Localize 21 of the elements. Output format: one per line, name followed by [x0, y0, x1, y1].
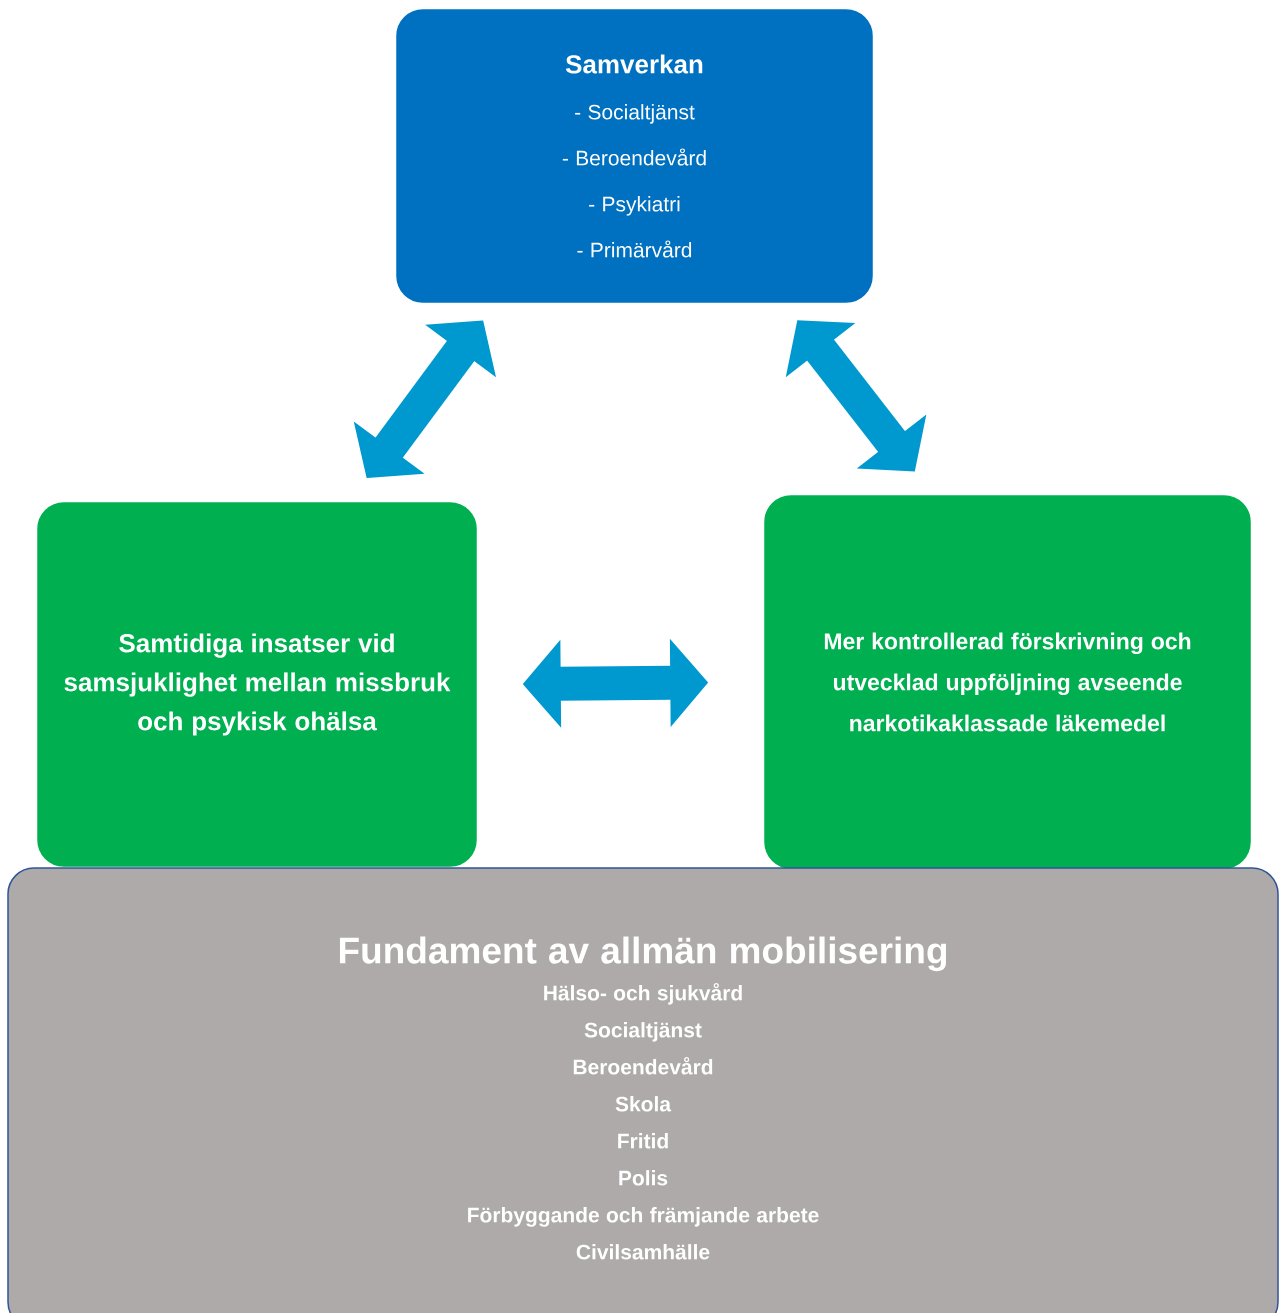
- list-item: Hälso- och sjukvård: [544, 983, 742, 1005]
- process-box: [764, 495, 1251, 869]
- box-heading: Samverkan: [565, 54, 703, 74]
- list-item: Skola: [615, 1096, 672, 1112]
- list-item: - Primärvård: [577, 240, 692, 258]
- list-item: Socialtjänst: [584, 1022, 702, 1042]
- foundation-box: [7, 867, 1279, 1313]
- process-box: [37, 502, 477, 867]
- list-item: - Socialtjänst: [575, 104, 695, 124]
- box-heading: Fundament av allmän mobilisering: [339, 936, 947, 972]
- list-item: - Beroendevård: [562, 148, 706, 166]
- double-arrow: [785, 320, 927, 472]
- process-box: [396, 9, 873, 303]
- list-item: Beroendevård: [573, 1057, 713, 1075]
- list-item: Förbyggande och främjande arbete: [468, 1207, 819, 1227]
- list-item: Fritid: [618, 1133, 668, 1149]
- list-item: - Psykiatri: [589, 196, 680, 216]
- box-text: Mer kontrollerad förskrivning och utvecklad uppföljning avseende narkotikaklassade läkemedel: [824, 632, 1191, 732]
- list-item: Polis: [619, 1170, 668, 1186]
- list-item: Civilsamhälle: [576, 1244, 710, 1260]
- box-text: Samtidiga insatser vid samsjuklighet mellan missbruk och psykisk ohälsa: [64, 633, 451, 736]
